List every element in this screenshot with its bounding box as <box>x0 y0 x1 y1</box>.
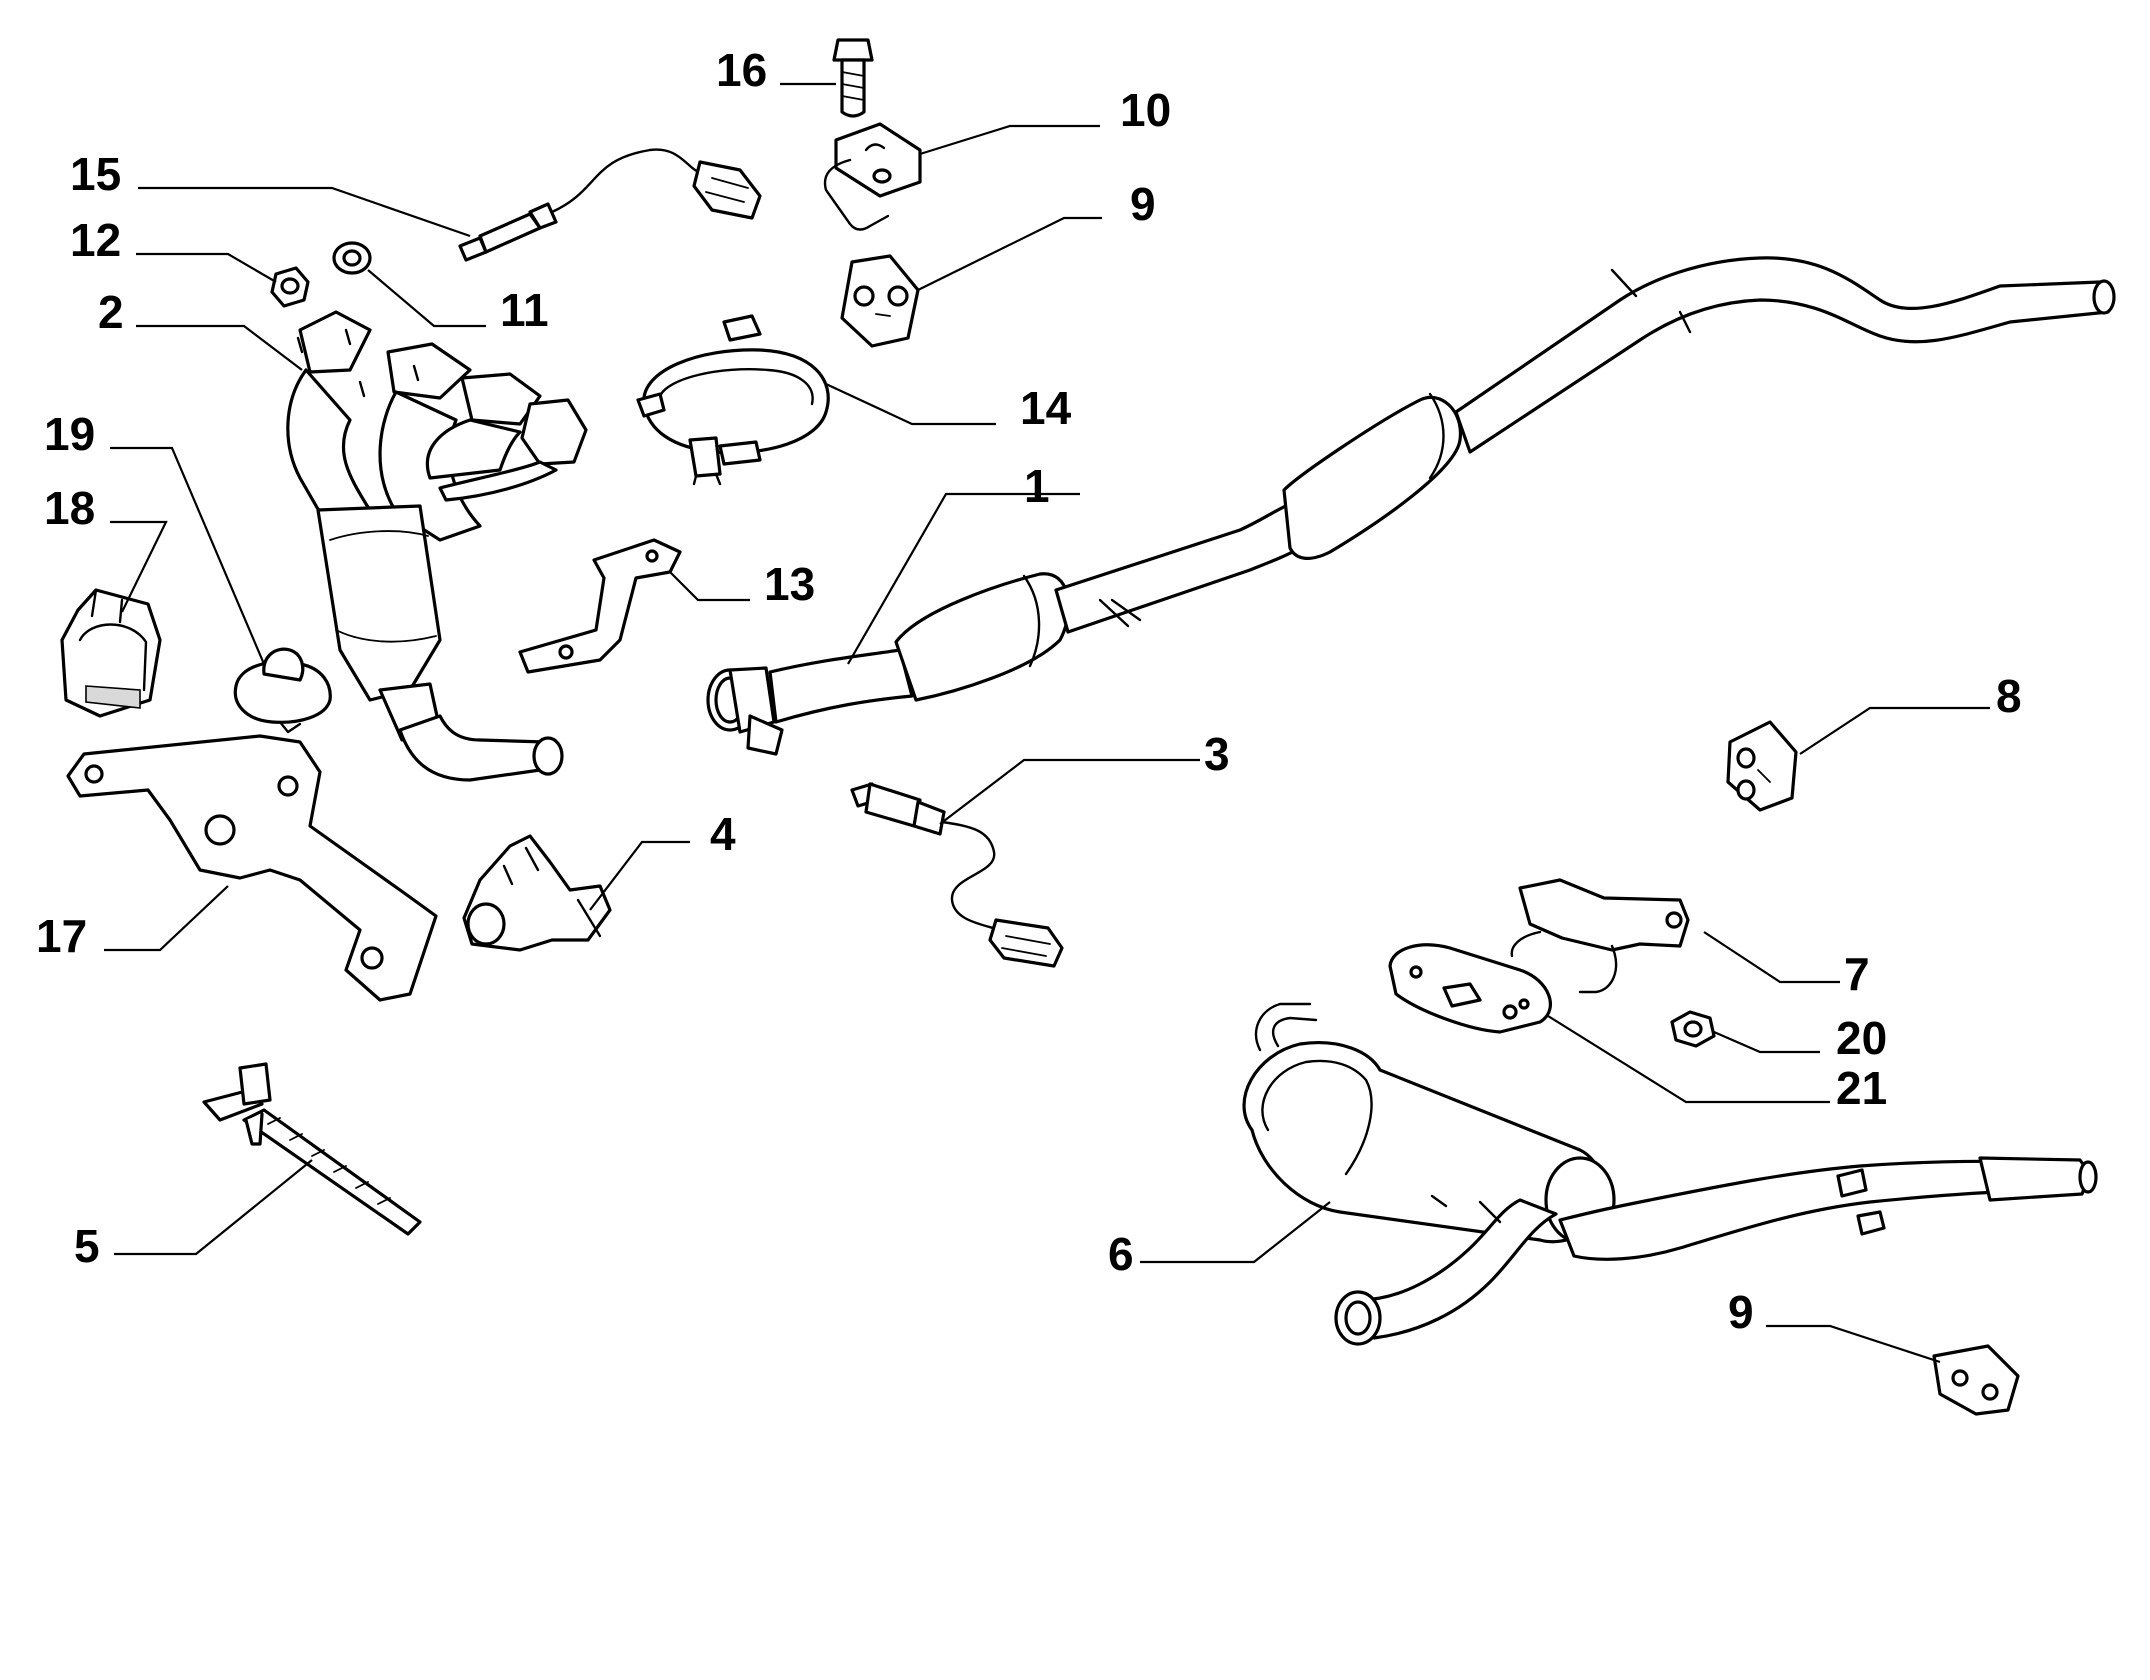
leader-14 <box>825 383 996 426</box>
part-3-oxygen-sensor[interactable] <box>850 782 1064 968</box>
leader-11 <box>367 269 486 328</box>
part-17-support-bracket[interactable] <box>66 734 438 1002</box>
callout-9-upper: 9 <box>1130 178 1156 230</box>
leader-18 <box>110 520 168 613</box>
callout-7: 7 <box>1844 948 1870 1000</box>
part-18-clamp[interactable] <box>60 588 162 718</box>
leader-13 <box>669 571 750 602</box>
leader-3 <box>939 758 1200 825</box>
leader-12 <box>136 252 277 283</box>
part-10-bracket[interactable] <box>823 122 922 231</box>
callout-18: 18 <box>44 482 95 534</box>
callout-20: 20 <box>1836 1012 1887 1064</box>
part-20-nut[interactable] <box>1670 1010 1716 1048</box>
leader-8 <box>1799 706 1990 755</box>
callout-21: 21 <box>1836 1062 1887 1114</box>
callout-9-lower: 9 <box>1728 1286 1754 1338</box>
part-6-rear-silencer[interactable] <box>1242 1002 2098 1346</box>
leader-9-upper <box>917 216 1102 291</box>
callout-16: 16 <box>716 44 767 96</box>
callout-11: 11 <box>500 284 549 336</box>
callout-2: 2 <box>98 286 124 338</box>
part-9-rubber-mount-lower[interactable] <box>1932 1344 2020 1416</box>
leader-5 <box>114 1159 313 1256</box>
leader-6 <box>1140 1201 1331 1264</box>
part-14-pipe-clamp[interactable] <box>636 314 830 486</box>
leader-17 <box>104 885 229 952</box>
part-1-front-exhaust-pipe[interactable] <box>706 256 2116 756</box>
leader-lines <box>104 82 1990 1364</box>
part-15-oxygen-sensor[interactable] <box>458 148 762 262</box>
callout-13: 13 <box>764 558 815 610</box>
leader-1 <box>847 492 1080 665</box>
callout-17: 17 <box>36 910 87 962</box>
callout-8: 8 <box>1996 670 2022 722</box>
part-13-hanger-bracket[interactable] <box>518 538 682 674</box>
callout-labels: 1 2 3 4 5 6 7 8 9 9 10 11 12 13 14 15 16… <box>36 44 2022 1338</box>
part-4-bracket[interactable] <box>462 834 612 952</box>
part-8-rubber-mount[interactable] <box>1726 720 1798 812</box>
callout-6: 6 <box>1108 1228 1134 1280</box>
callout-12: 12 <box>70 214 121 266</box>
callout-4: 4 <box>710 808 736 860</box>
callout-15: 15 <box>70 148 121 200</box>
callout-19: 19 <box>44 408 95 460</box>
leader-9-lower <box>1766 1324 1941 1364</box>
part-11-washer[interactable] <box>332 241 372 275</box>
callout-5: 5 <box>74 1220 100 1272</box>
leader-4 <box>589 840 690 911</box>
part-2-exhaust-manifold[interactable] <box>286 310 588 782</box>
part-7-rear-hanger[interactable] <box>1510 878 1690 994</box>
part-21-gasket[interactable] <box>1388 943 1552 1034</box>
callout-1: 1 <box>1024 460 1050 512</box>
leader-7 <box>1703 931 1840 984</box>
leader-21 <box>1547 1015 1830 1104</box>
leader-20 <box>1713 1030 1820 1054</box>
part-12-nut[interactable] <box>270 266 310 308</box>
part-5-cable-tie[interactable] <box>202 1062 422 1236</box>
callout-3: 3 <box>1204 728 1230 780</box>
leader-2 <box>136 324 303 371</box>
leader-10 <box>919 124 1100 156</box>
leader-15 <box>138 186 471 238</box>
part-16-bolt[interactable] <box>832 38 874 118</box>
leader-19 <box>110 446 266 665</box>
part-9-rubber-mount-upper[interactable] <box>840 254 920 348</box>
part-19-rubber-buffer[interactable] <box>233 647 332 734</box>
callout-10: 10 <box>1120 84 1171 136</box>
callout-14: 14 <box>1020 382 1072 434</box>
